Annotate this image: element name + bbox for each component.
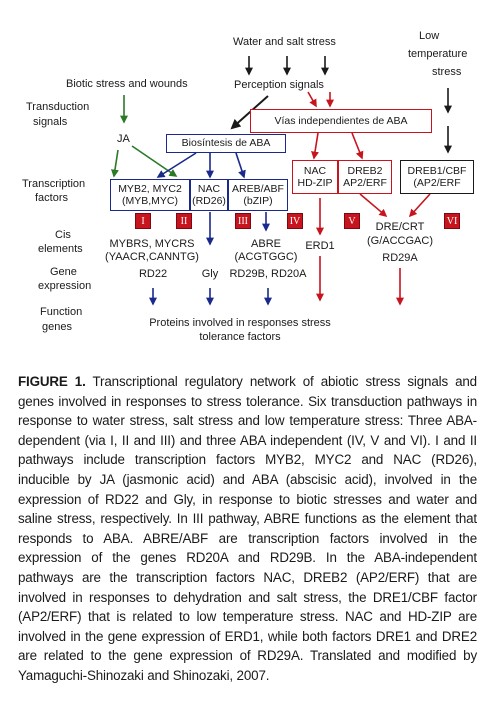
arrow-ja-myb	[111, 149, 119, 178]
tf-myb-myc-line2: (MYB,MYC)	[122, 195, 178, 207]
tf-dreb2-line2: AP2/ERF	[343, 177, 387, 189]
low-temp-label-1: Low	[419, 30, 440, 42]
row-label-gene-1: Gene	[50, 266, 77, 278]
cis-abre-line2: (ACGTGGC)	[234, 251, 298, 263]
tf-myb-myc-box: MYB2, MYC2 (MYB,MYC)	[110, 179, 190, 211]
pathway-iii-marker: III	[235, 213, 251, 229]
pathway-v-marker: V	[344, 213, 360, 229]
row-label-transcription-2: factors	[35, 192, 69, 204]
function-genes-line1: Proteins involved in responses stress	[149, 317, 331, 329]
biotic-stress-label: Biotic stress and wounds	[66, 78, 188, 90]
tf-nac-hdzip-line1: NAC	[303, 165, 327, 177]
water-salt-stress-label: Water and salt stress	[233, 36, 336, 48]
pathway-ii-marker: II	[176, 213, 192, 229]
cis-dre-line1: DRE/CRT	[375, 221, 425, 233]
tf-areb-abf-line1: AREB/ABF	[232, 183, 284, 195]
row-label-gene-2: expression	[38, 280, 92, 292]
arrow-vias-nachd	[311, 132, 319, 160]
biosintesis-aba-box: Biosíntesis de ABA	[166, 134, 286, 153]
cis-mybrs-line1: MYBRS, MYCRS	[109, 238, 195, 250]
cis-abre-line1: ABRE	[251, 238, 281, 250]
tf-myb-myc-line1: MYB2, MYC2	[118, 183, 182, 195]
gene-erd1: ERD1	[305, 240, 335, 252]
perception-signals-label: Perception signals	[234, 79, 324, 91]
biosintesis-aba-label: Biosíntesis de ABA	[181, 137, 271, 149]
vias-independientes-label: Vías independientes de ABA	[274, 115, 408, 127]
cis-mybrs-line2: (YAACR,CANNTG)	[105, 251, 199, 263]
arrow-dreb1-dre	[408, 193, 431, 218]
tf-areb-abf-box: AREB/ABF (bZIP)	[228, 179, 288, 211]
cis-dre-line2: (G/ACCGAC)	[367, 235, 433, 247]
arrow-perception-vias-1	[307, 91, 317, 108]
tf-dreb1-cbf-line2: (AP2/ERF	[413, 177, 461, 189]
function-genes-line2: tolerance factors	[199, 331, 281, 343]
pathway-iv-marker: IV	[287, 213, 303, 229]
arrow-vias-dreb2	[351, 132, 364, 160]
arrow-biosintesis-myb	[156, 152, 197, 178]
tf-nac-rd26-line1: NAC	[197, 183, 221, 195]
low-temp-label-2: temperature	[408, 48, 468, 60]
pathway-vi-marker: VI	[444, 213, 460, 229]
pathway-i-marker: I	[135, 213, 151, 229]
low-temp-label-3: stress	[432, 66, 462, 78]
vias-independientes-box: Vías independientes de ABA	[250, 109, 432, 133]
arrow-biosintesis-areb	[235, 152, 246, 179]
gene-gly: Gly	[201, 268, 219, 280]
row-label-transduction-1: Transduction	[26, 101, 90, 113]
tf-dreb2-line1: DREB2	[347, 165, 383, 177]
row-label-cis-2: elements	[38, 243, 83, 255]
tf-areb-abf-line2: (bZIP)	[243, 195, 273, 207]
row-label-function-2: genes	[42, 321, 72, 333]
tf-nac-rd26-line2: (RD26)	[192, 195, 226, 207]
figure-caption: FIGURE 1. Transcriptional regulatory net…	[18, 372, 477, 686]
row-label-cis-1: Cis	[55, 229, 71, 241]
row-label-transcription-1: Transcription	[22, 178, 86, 190]
tf-dreb1-cbf-line1: DREB1/CBF	[407, 165, 467, 177]
gene-rd29b-rd20a: RD29B, RD20A	[229, 268, 307, 280]
row-label-function-1: Function	[40, 306, 83, 318]
tf-nac-hdzip-box: NAC HD-ZIP	[292, 160, 338, 194]
row-label-transduction-2: signals	[33, 116, 68, 128]
arrow-dreb2-dre	[359, 193, 388, 218]
figure-caption-label: FIGURE 1.	[18, 374, 86, 389]
gene-rd22: RD22	[138, 268, 168, 280]
tf-dreb2-box: DREB2 AP2/ERF	[338, 160, 392, 194]
tf-dreb1-cbf-box: DREB1/CBF (AP2/ERF	[400, 160, 474, 194]
tf-nac-hdzip-line2: HD-ZIP	[297, 177, 333, 189]
gene-rd29a: RD29A	[382, 252, 418, 264]
figure-caption-text: Transcriptional regulatory network of ab…	[18, 374, 477, 683]
tf-nac-rd26-box: NAC (RD26)	[190, 179, 228, 211]
ja-label: JA	[117, 133, 130, 145]
